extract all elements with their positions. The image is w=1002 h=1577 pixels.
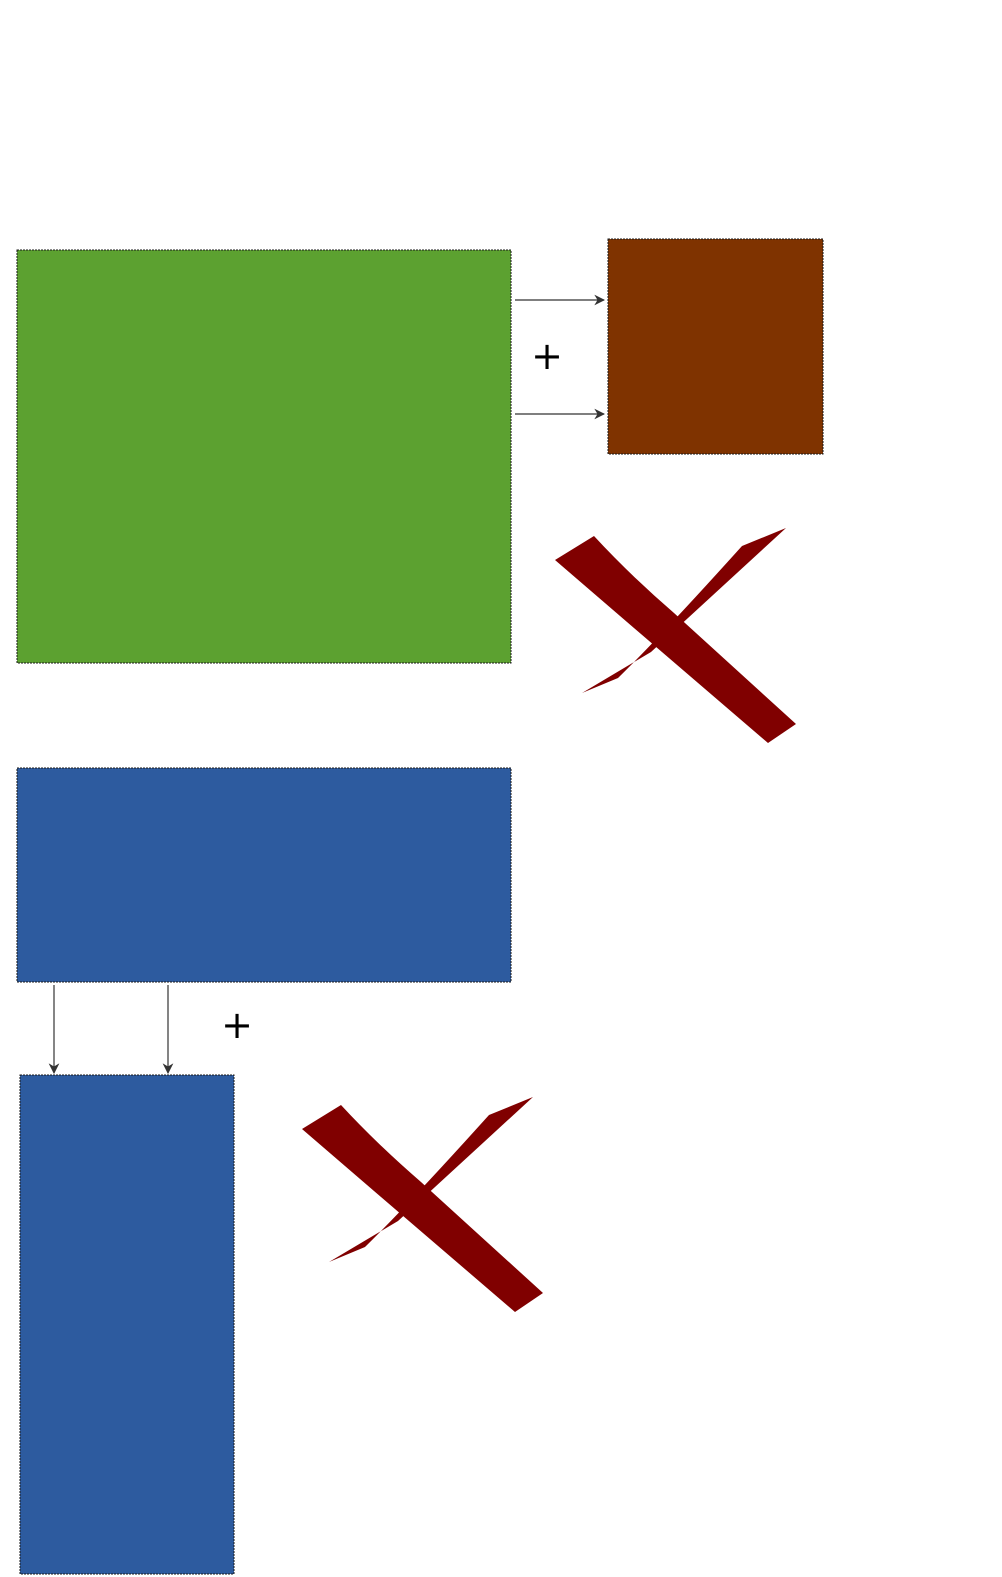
blue-block-tall — [19, 1074, 235, 1575]
brown-block — [607, 238, 824, 455]
blue-block-wide — [16, 767, 512, 983]
cross-mark-icon — [302, 1097, 543, 1312]
plus-operator-bottom: + — [221, 1003, 253, 1047]
green-block — [16, 249, 512, 664]
plus-operator-top: + — [531, 334, 563, 378]
cross-mark-icon — [555, 528, 796, 743]
